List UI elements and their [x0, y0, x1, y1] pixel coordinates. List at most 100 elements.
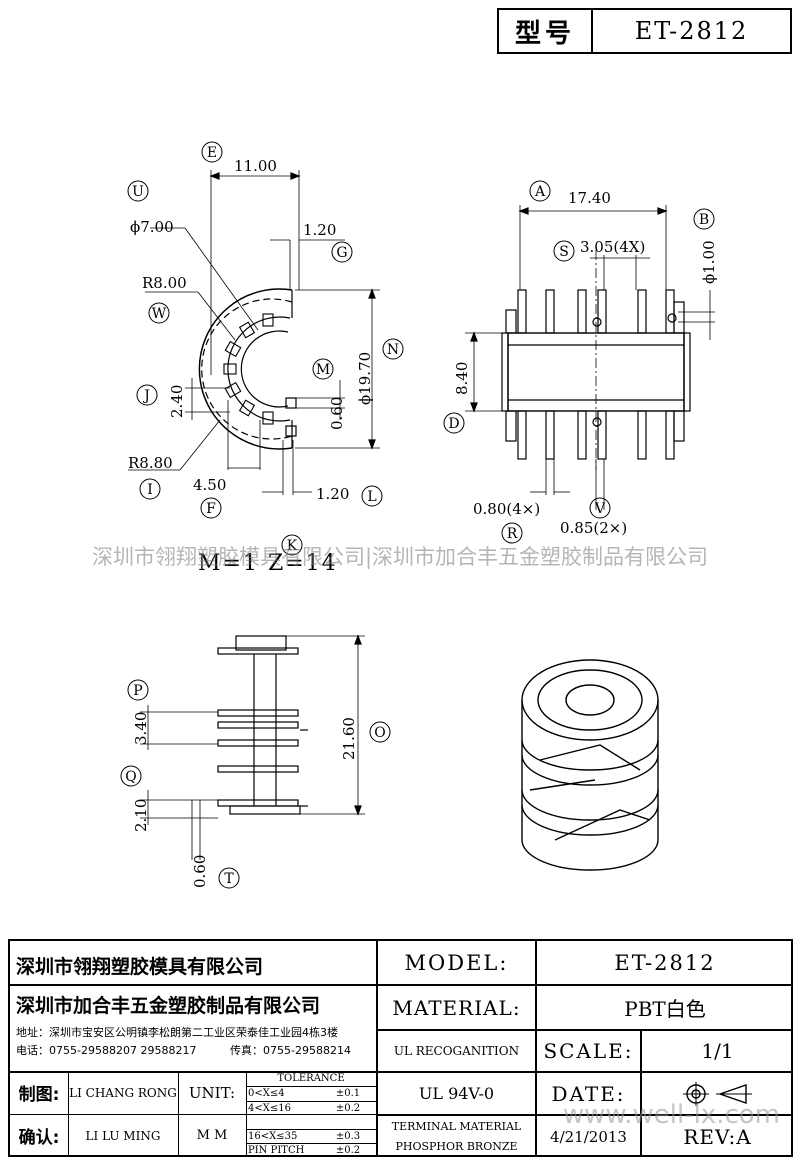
svg-text:E: E [207, 145, 217, 161]
dim-N: ϕ19.70 [356, 352, 374, 405]
dim-S: 3.05(4X) [580, 238, 645, 256]
terminal-label-2: PHOSPHOR BRONZE [395, 1139, 518, 1153]
material-label: MATERIAL: [392, 995, 521, 1020]
dim-G: 1.20 [303, 221, 336, 239]
drawn-name: LI CHANG RONG [69, 1085, 177, 1100]
site-watermark: www.well-lx.com [562, 1100, 780, 1130]
label-Q: Q [120, 765, 142, 787]
scale-value: 1/1 [701, 1039, 734, 1063]
material-value: PBT白色 [624, 997, 706, 1021]
module-teeth-text: M=1 Z=14 [198, 551, 338, 576]
svg-text:O: O [374, 725, 385, 741]
top-left-view [128, 170, 380, 495]
svg-text:D: D [448, 416, 459, 432]
dim-I: R8.80 [128, 454, 173, 472]
model-label: MODEL: [404, 950, 509, 975]
svg-text:I: I [147, 482, 153, 498]
svg-text:P: P [133, 683, 142, 699]
projection-symbol [642, 1073, 793, 1114]
company-address: 地址：深圳市宝安区公明镇李松朗第二工业区荣泰佳工业园4栋3楼 [16, 1026, 338, 1039]
company-phone: 电话：0755-29588207 29588217 [16, 1044, 197, 1057]
svg-text:M: M [316, 362, 330, 378]
checked-name: LI LU MING [85, 1128, 161, 1143]
svg-text:T: T [224, 871, 234, 887]
tol-value-4: ±0.2 [335, 1144, 361, 1156]
label-P: P [127, 679, 149, 701]
label-D: D [443, 412, 465, 434]
top-right-view [465, 205, 715, 510]
svg-text:J: J [142, 388, 150, 404]
svg-text:R: R [507, 526, 518, 542]
svg-text:N: N [387, 342, 399, 358]
model-header-label: 型号 [499, 10, 593, 52]
dim-A: 17.40 [568, 189, 611, 207]
tol-range-4: PIN PITCH [248, 1144, 305, 1156]
svg-text:B: B [699, 212, 709, 228]
dim-P: 3.40 [132, 712, 150, 745]
label-N: N [382, 338, 404, 360]
unit-label: UNIT: [188, 1083, 236, 1102]
dim-W: R8.00 [142, 274, 187, 292]
label-B: B [693, 208, 715, 230]
tol-range-3: 16<X≤35 [248, 1130, 298, 1142]
ul-label: UL RECOGANITION [393, 1044, 520, 1058]
drawing-canvas: E U G W N M J I F L A B S D R V K P O Q … [120, 141, 718, 889]
dim-T: 0.60 [191, 855, 209, 888]
tol-value-2: ±0.2 [335, 1103, 361, 1114]
label-L: L [361, 485, 383, 507]
label-T: T [218, 867, 240, 889]
label-W: W [148, 302, 170, 324]
company-fax: 传真：0755-29588214 [230, 1044, 351, 1057]
label-M: M [312, 358, 334, 380]
label-K: K [281, 534, 303, 556]
dim-M: 0.60 [328, 397, 346, 430]
tol-range-2: 4<X≤16 [248, 1103, 291, 1114]
dim-R: 0.80(4×) [473, 500, 540, 518]
company-name-1: 深圳市翎翔塑胶模具有限公司 [16, 955, 264, 978]
scale-label: SCALE: [543, 1039, 634, 1063]
checked-label: 确认: [18, 1128, 60, 1148]
dim-E: 11.00 [234, 157, 277, 175]
svg-text:U: U [132, 184, 144, 200]
tol-value-3: ±0.3 [335, 1130, 361, 1142]
bottom-left-view [140, 634, 365, 860]
svg-text:S: S [559, 244, 569, 260]
dim-L: 1.20 [316, 485, 349, 503]
dim-O: 21.60 [340, 717, 358, 760]
dim-Q: 2.10 [132, 799, 150, 832]
label-J: J [136, 384, 158, 406]
tol-value-1: ±0.1 [335, 1088, 361, 1099]
label-G: G [331, 241, 353, 263]
svg-text:K: K [287, 538, 298, 554]
label-O: O [369, 721, 391, 743]
dim-D: 8.40 [453, 362, 471, 395]
svg-text:V: V [594, 501, 606, 517]
tolerance-title: TOLERANCE [277, 1073, 345, 1084]
label-V: V [589, 497, 611, 519]
label-F: F [200, 497, 222, 519]
model-header: 型号 ET-2812 [497, 8, 792, 54]
date-label: DATE: [551, 1081, 626, 1106]
label-I: I [139, 478, 161, 500]
label-R: R [501, 522, 523, 544]
model-header-value: ET-2812 [634, 17, 749, 45]
label-S: S [553, 240, 575, 262]
projection-icon [682, 1081, 752, 1106]
label-U: U [127, 180, 149, 202]
model-value: ET-2812 [614, 950, 716, 975]
company-watermark: 深圳市翎翔塑胶模具有限公司|深圳市加合丰五金塑胶制品有限公司 [91, 545, 709, 569]
svg-text:A: A [534, 184, 546, 200]
svg-text:F: F [206, 501, 216, 517]
dim-F: 4.50 [193, 476, 226, 494]
svg-text:Q: Q [125, 769, 136, 785]
title-block: 深圳市翎翔塑胶模具有限公司 深圳市加合丰五金塑胶制品有限公司 地址：深圳市宝安区… [8, 939, 793, 1157]
label-E: E [201, 141, 223, 163]
terminal-label-1: TERMINAL MATERIAL [391, 1119, 522, 1133]
svg-text:G: G [336, 245, 347, 261]
date-value: 4/21/2013 [550, 1127, 627, 1146]
dim-B: ϕ1.00 [700, 240, 718, 284]
svg-text:L: L [367, 489, 376, 505]
svg-text:W: W [152, 306, 167, 322]
unit-value: M M [196, 1128, 228, 1143]
isometric-view [521, 659, 659, 871]
